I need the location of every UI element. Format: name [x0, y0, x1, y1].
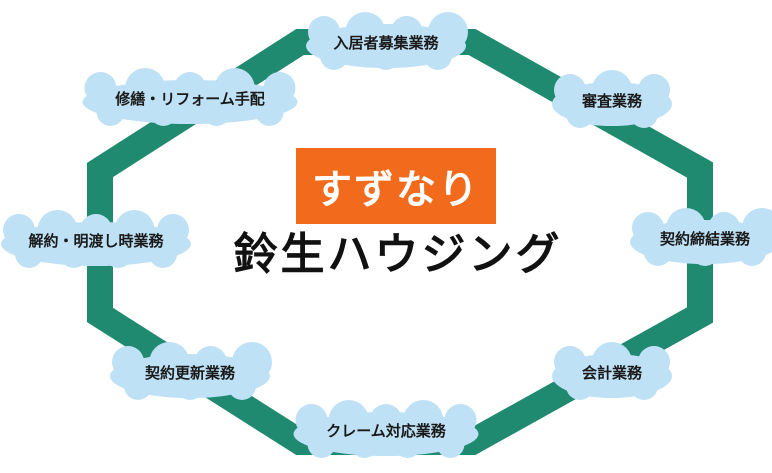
cloud-node-claim: クレーム対応業務: [293, 400, 479, 458]
cloud-node-contract: 契約締結業務: [630, 208, 772, 266]
cloud-node-cancel: 解約・明渡し時業務: [1, 210, 191, 268]
cloud-node-renewal: 契約更新業務: [110, 342, 272, 400]
company-name: 鈴生ハウジング: [233, 229, 563, 280]
cloud-node-review: 審査業務: [552, 70, 672, 128]
cloud-label-contract: 契約締結業務: [659, 230, 751, 248]
cloud-label-review: 審査業務: [581, 92, 643, 110]
cloud-node-account: 会計業務: [552, 342, 672, 400]
cloud-node-recruit: 入居者募集業務: [306, 12, 468, 70]
brand-logo-text: すずなり: [312, 167, 480, 213]
cloud-label-repair: 修繕・リフォーム手配: [114, 90, 265, 108]
cloud-label-account: 会計業務: [582, 364, 643, 382]
cloud-label-cancel: 解約・明渡し時業務: [28, 232, 164, 250]
cloud-label-claim: クレーム対応業務: [326, 422, 447, 440]
cloud-label-recruit: 入居者募集業務: [333, 34, 439, 52]
cloud-label-renewal: 契約更新業務: [144, 364, 236, 382]
brand-logo-badge: すずなり: [296, 148, 496, 224]
cloud-node-repair: 修繕・リフォーム手配: [82, 68, 298, 126]
